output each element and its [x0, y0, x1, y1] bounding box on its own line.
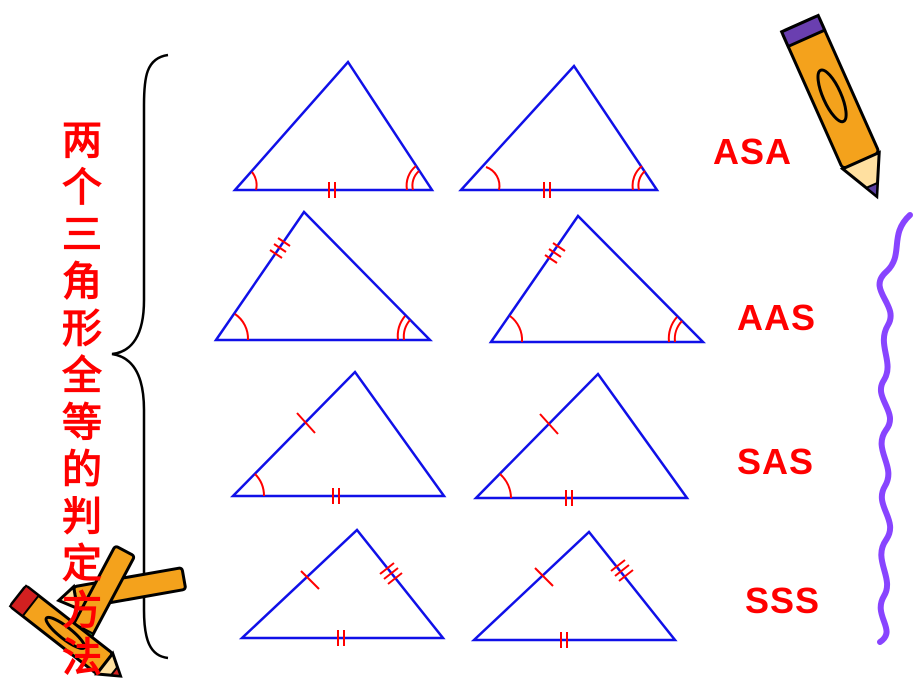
title-char: 定 — [62, 541, 102, 587]
curly-brace — [111, 53, 169, 660]
title-char: 三 — [62, 212, 102, 258]
title-char: 等 — [62, 400, 102, 446]
title-char: 两 — [62, 118, 102, 164]
triangle-sas-right — [473, 372, 690, 506]
pencils-icon-bottom-left — [8, 545, 187, 678]
pencil-icon-top-right — [779, 13, 881, 200]
wavy-line-decoration — [876, 212, 913, 645]
title-char: 判 — [62, 494, 102, 540]
title-char: 全 — [62, 353, 102, 399]
triangle-asa-left — [232, 59, 435, 198]
triangle-sas-left — [230, 370, 447, 504]
vertical-title: 两 个 三 角 形 全 等 的 判 定 方 法 — [56, 118, 108, 682]
title-char: 法 — [62, 635, 102, 681]
triangle-sss-right — [470, 530, 678, 648]
title-char: 角 — [62, 259, 102, 305]
label-aas: AAS — [737, 297, 817, 338]
title-char: 方 — [62, 588, 102, 634]
triangle-aas-right — [488, 214, 707, 344]
title-char: 个 — [62, 165, 102, 211]
title-char: 的 — [62, 447, 102, 493]
triangle-aas-left — [213, 210, 433, 342]
triangle-sss-left — [238, 528, 446, 646]
label-sss: SSS — [745, 580, 821, 621]
label-sas: SAS — [737, 441, 815, 482]
triangle-asa-right — [458, 63, 660, 198]
title-char: 形 — [62, 306, 102, 352]
label-asa: ASA — [713, 131, 793, 172]
